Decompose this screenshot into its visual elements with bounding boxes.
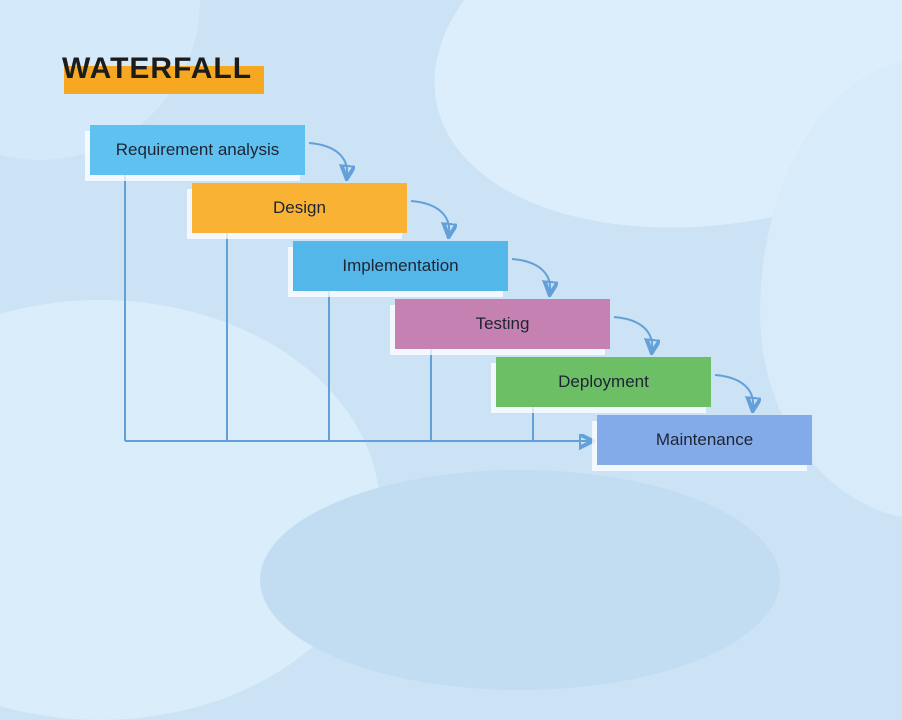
step-label: Requirement analysis xyxy=(115,140,280,159)
background-blob xyxy=(260,470,780,690)
arrow-testing-to-deployment xyxy=(613,316,652,350)
step-label: Testing xyxy=(475,314,530,333)
background-blob xyxy=(399,0,902,281)
step-label: Implementation xyxy=(342,256,459,275)
step-label: Maintenance xyxy=(655,430,754,449)
step-testing: Testing xyxy=(395,299,610,349)
page-title: WATERFALL xyxy=(62,52,265,94)
step-design: Design xyxy=(192,183,407,233)
arrow-implementation-to-testing xyxy=(511,258,550,292)
arrow-requirement-to-design xyxy=(308,142,347,176)
step-label: Design xyxy=(273,198,326,217)
background-blob xyxy=(0,300,380,720)
arrow-design-to-implementation xyxy=(410,200,449,234)
step-maintenance: Maintenance xyxy=(597,415,812,465)
step-implementation: Implementation xyxy=(293,241,508,291)
step-label: Deployment xyxy=(558,372,649,391)
step-requirement-analysis: Requirement analysis xyxy=(90,125,305,175)
page-title-text: WATERFALL xyxy=(62,52,253,85)
step-deployment: Deployment xyxy=(496,357,711,407)
arrow-deployment-to-maintenance xyxy=(714,374,753,408)
